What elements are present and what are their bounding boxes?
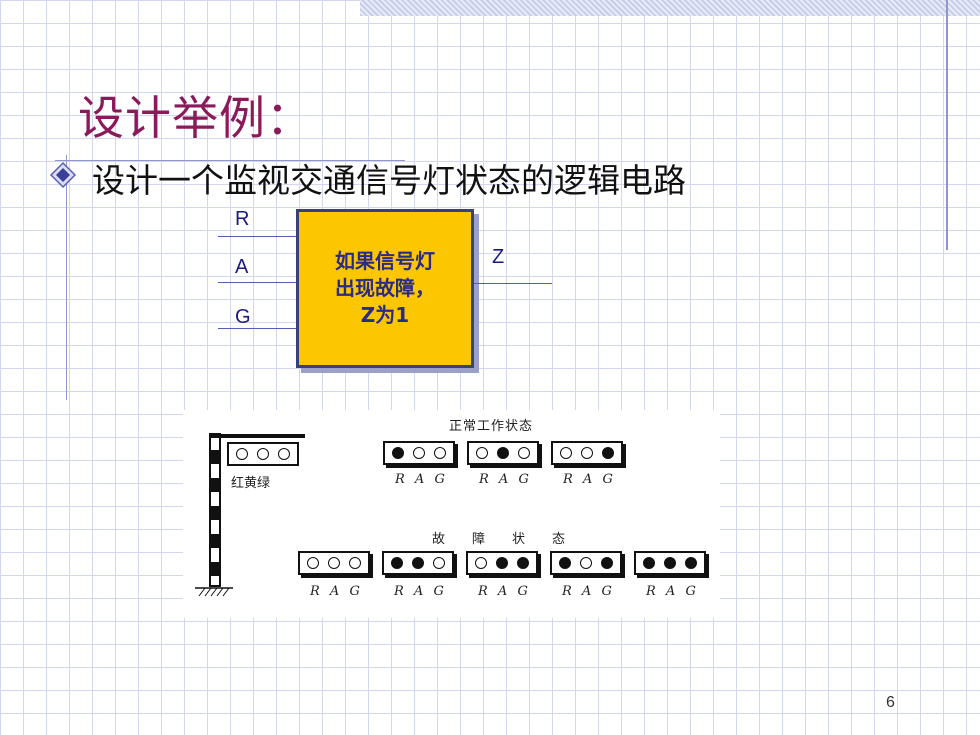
input-wire-r: [218, 236, 296, 237]
normal-state-rag-label-3: R A G: [563, 472, 616, 487]
normal-state-lamp-2: [467, 441, 539, 465]
fault-title-char-1: 故: [432, 532, 446, 547]
logic-box: 如果信号灯 出现故障， Z为1: [296, 209, 474, 368]
lamp-off-icon: [475, 557, 488, 569]
fault-title-char-2: 障: [472, 532, 486, 547]
fault-state-rag-label-2: R A G: [394, 584, 447, 599]
lamp-off-icon: [433, 447, 446, 459]
lamp-off-icon: [560, 447, 573, 459]
lamp-off-icon: [277, 448, 290, 460]
lamp-off-icon: [579, 557, 592, 569]
normal-state-title: 正常工作状态: [449, 419, 534, 434]
lamp-on-icon: [411, 557, 424, 569]
signal-pole-icon: [195, 433, 305, 597]
top-decor-bar: [360, 0, 980, 16]
lamp-on-icon: [391, 557, 404, 569]
fault-state-lamp-5: [634, 551, 706, 575]
lamp-off-icon: [256, 448, 269, 460]
fault-state-rag-label-5: R A G: [646, 584, 699, 599]
lamp-on-icon: [663, 557, 676, 569]
pole-signal-lamp: [227, 442, 299, 466]
lamp-on-icon: [600, 557, 613, 569]
slide-title: 设计举例：: [78, 91, 313, 145]
lamp-on-icon: [559, 557, 572, 569]
fault-state-rag-label-1: R A G: [310, 584, 363, 599]
lamp-on-icon: [684, 557, 697, 569]
lamp-on-icon: [496, 447, 509, 459]
logic-box-line-1: 如果信号灯: [335, 249, 435, 273]
pole-label: 红黄绿: [231, 476, 271, 491]
lamp-off-icon: [307, 557, 320, 569]
lamp-on-icon: [495, 557, 508, 569]
fault-title-char-3: 状: [512, 532, 526, 547]
lamp-off-icon: [327, 557, 340, 569]
output-wire-z: [474, 283, 552, 284]
diamond-bullet-icon: [49, 161, 77, 189]
input-label-g: G: [235, 306, 251, 328]
logic-box-line-3: Z为1: [360, 303, 410, 327]
lamp-off-icon: [476, 447, 489, 459]
lamp-off-icon: [412, 447, 425, 459]
fault-state-lamp-1: [298, 551, 370, 575]
lamp-off-icon: [580, 447, 593, 459]
fault-state-rag-label-4: R A G: [562, 584, 615, 599]
traffic-light-figure: 红黄绿 正常工作状态 R A G R A G R A G 故 障 状 态 R A G…: [183, 410, 720, 618]
normal-state-lamp-3: [551, 441, 623, 465]
divider-line-vertical: [66, 155, 67, 400]
lamp-on-icon: [643, 557, 656, 569]
lamp-off-icon: [236, 448, 249, 460]
input-label-r: R: [235, 208, 250, 230]
fault-title-char-4: 态: [552, 532, 566, 547]
lamp-off-icon: [432, 557, 445, 569]
output-label-z: Z: [492, 246, 505, 268]
lamp-on-icon: [601, 447, 614, 459]
input-wire-g: [218, 328, 296, 329]
input-label-a: A: [235, 256, 249, 278]
fault-state-lamp-2: [382, 551, 454, 575]
logic-box-line-2: 出现故障，: [335, 276, 435, 300]
slide-subtitle: 设计一个监视交通信号灯状态的逻辑电路: [92, 161, 686, 200]
lamp-off-icon: [348, 557, 361, 569]
fault-state-lamp-4: [550, 551, 622, 575]
fault-state-lamp-3: [466, 551, 538, 575]
lamp-off-icon: [517, 447, 530, 459]
normal-state-rag-label-1: R A G: [395, 472, 448, 487]
divider-line-right: [946, 0, 948, 250]
normal-state-rag-label-2: R A G: [479, 472, 532, 487]
divider-line: [55, 160, 405, 161]
normal-state-lamp-1: [383, 441, 455, 465]
lamp-on-icon: [516, 557, 529, 569]
lamp-on-icon: [392, 447, 405, 459]
fault-state-rag-label-3: R A G: [478, 584, 531, 599]
input-wire-a: [218, 282, 296, 283]
page-number: 6: [886, 694, 895, 711]
